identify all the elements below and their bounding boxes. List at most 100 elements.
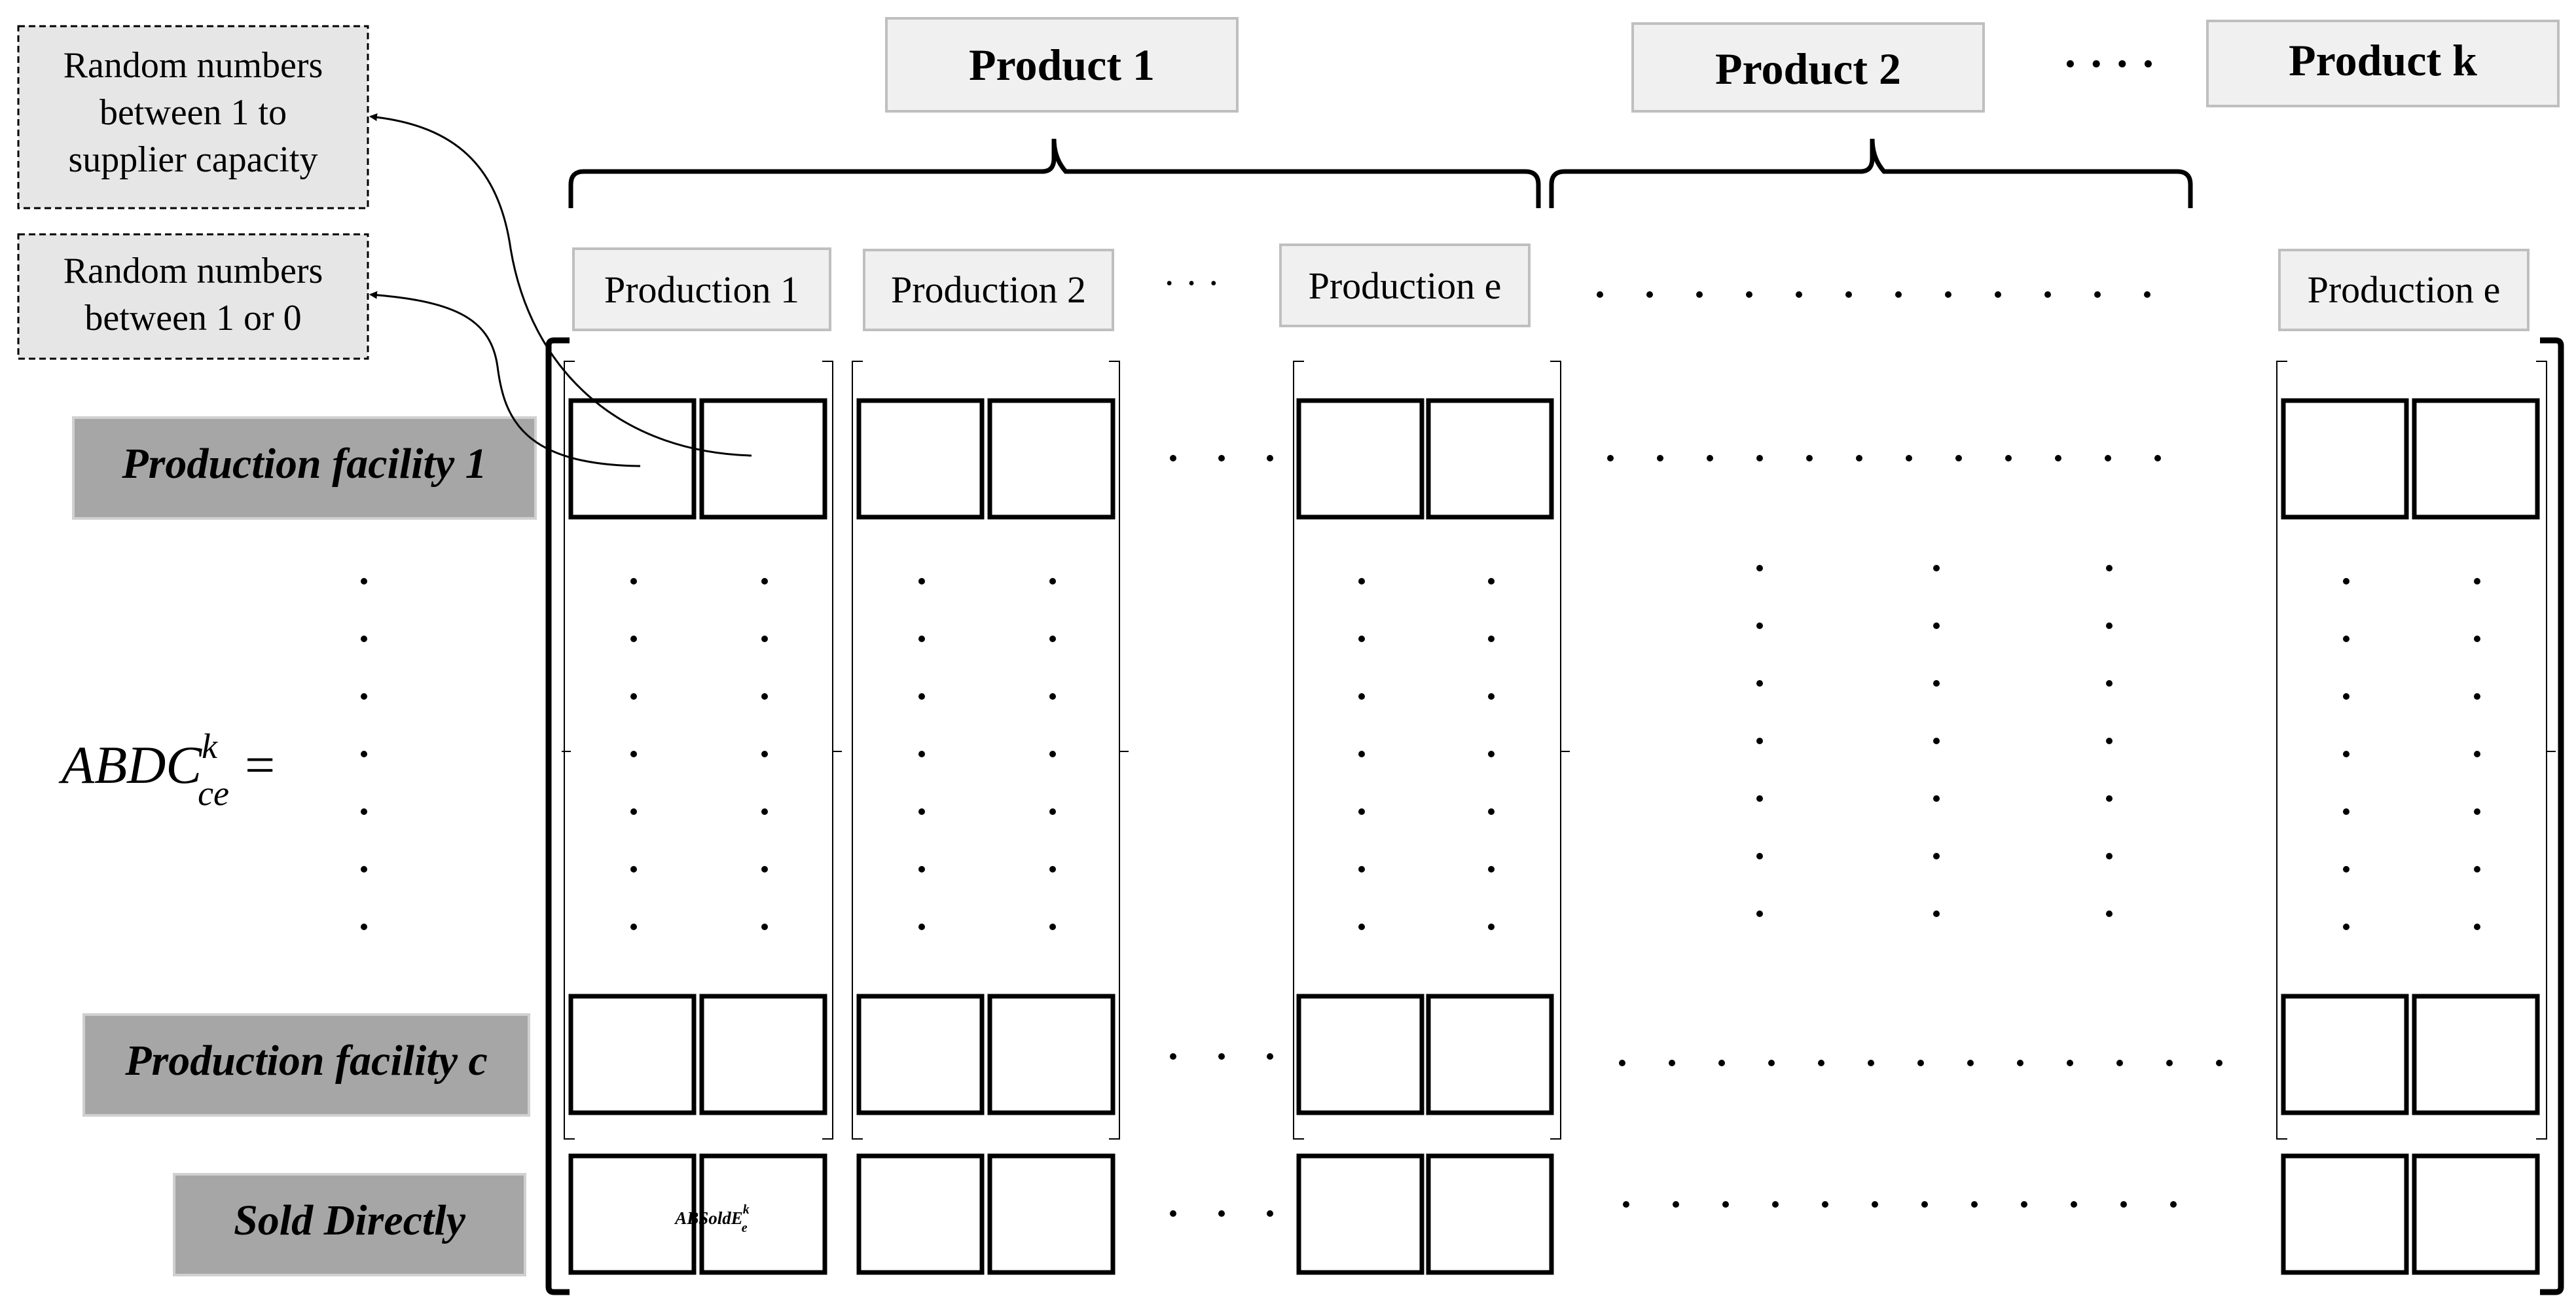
vertical-dot — [2106, 795, 2113, 802]
production-1-header: Production 1 — [572, 247, 831, 331]
vertical-dot — [1358, 578, 1365, 585]
horizontal-dot — [2067, 1060, 2073, 1066]
horizontal-dot — [1170, 1210, 1176, 1217]
vertical-dot — [1049, 924, 1056, 930]
horizontal-dot — [1218, 1053, 1225, 1060]
vertical-dot — [761, 924, 768, 930]
vertical-dot — [1049, 578, 1056, 585]
production-2-group-bracket-right — [1109, 361, 1120, 1140]
horizontal-dot — [2055, 455, 2061, 461]
cell-facility-c-production-e-last-1 — [2281, 994, 2409, 1115]
header-dot — [2044, 291, 2051, 298]
vertical-dot — [918, 578, 925, 585]
vertical-dot — [1358, 693, 1365, 700]
horizontal-dot — [1806, 455, 1813, 461]
production-e-group-bracket-right — [1550, 361, 1561, 1140]
vertical-dot — [2474, 578, 2480, 585]
production-e-last-group-bracket-right — [2536, 361, 2547, 1140]
vertical-dot — [1488, 751, 1495, 757]
vertical-dot — [2343, 751, 2349, 757]
horizontal-dot — [1267, 1210, 1273, 1217]
matrix-left-bracket — [545, 337, 570, 1295]
vertical-dot — [918, 751, 925, 757]
vertical-dot — [2474, 924, 2480, 930]
vertical-dot — [1933, 565, 1940, 571]
horizontal-dot — [2105, 455, 2111, 461]
production-e-last-header: Production e — [2278, 249, 2530, 331]
horizontal-dot — [1955, 455, 1962, 461]
vertical-dot — [1756, 680, 1763, 687]
horizontal-dot — [1906, 455, 1912, 461]
horizontal-dot — [1170, 1053, 1176, 1060]
vertical-dot — [1933, 622, 1940, 629]
horizontal-dot — [2166, 1060, 2173, 1066]
row-label-sold-directly-text: Sold Directly — [234, 1197, 465, 1244]
production-e-last-group-bracket-left — [2276, 361, 2287, 1140]
vertical-dot — [761, 636, 768, 642]
row-ellipsis-dot — [361, 924, 367, 930]
row-ellipsis-dot — [361, 751, 367, 757]
vertical-dot — [918, 636, 925, 642]
horizontal-dot — [1971, 1201, 1978, 1208]
header-dot — [1845, 291, 1852, 298]
horizontal-dot — [2170, 1201, 2177, 1208]
vertical-dot — [1488, 808, 1495, 815]
product-1-header: Product 1 — [885, 17, 1239, 113]
vertical-dot — [1756, 795, 1763, 802]
horizontal-dot — [1707, 455, 1713, 461]
header-dot — [1597, 291, 1603, 298]
horizontal-dot — [2216, 1060, 2222, 1066]
vertical-dot — [761, 578, 768, 585]
horizontal-dot — [1756, 455, 1763, 461]
product-ellipsis: · · · · — [2063, 39, 2156, 88]
vertical-dot — [1933, 853, 1940, 859]
header-dot — [1945, 291, 1951, 298]
product-1-brace — [568, 138, 1541, 208]
cell-facility-1-production-1-1 — [568, 398, 697, 520]
horizontal-dot — [2120, 1201, 2127, 1208]
vertical-dot — [2343, 693, 2349, 700]
production-1-group-bracket-left — [564, 361, 575, 1140]
vertical-dot — [2343, 924, 2349, 930]
horizontal-dot — [1170, 455, 1176, 461]
cell-sold-directly-production-e-2 — [1426, 1153, 1554, 1275]
header-dot — [1995, 291, 2001, 298]
vertical-dot — [2474, 866, 2480, 873]
row-ellipsis-dot — [361, 866, 367, 873]
row-label-facility-1: Production facility 1 — [72, 416, 537, 520]
header-dot — [1696, 291, 1703, 298]
row-label-facility-c: Production facility c — [82, 1013, 530, 1117]
horizontal-dot — [1921, 1201, 1928, 1208]
callout-binary-line-2: between 1 or 0 — [84, 298, 301, 338]
arrow-to-supplier-callout — [369, 113, 752, 457]
cell-facility-c-production-1-2 — [699, 994, 827, 1115]
horizontal-dot — [1772, 1201, 1779, 1208]
vertical-dot — [630, 578, 637, 585]
row-label-facility-1-text: Production facility 1 — [121, 440, 486, 488]
product-2-label: Product 2 — [1715, 44, 1901, 94]
product-2-brace — [1549, 138, 2193, 208]
vertical-dot — [1933, 795, 1940, 802]
production-e-group-bracket-left — [1293, 361, 1304, 1140]
callout-binary: Random numbers between 1 or 0 — [17, 233, 369, 360]
horizontal-dot — [1967, 1060, 1974, 1066]
vertical-dot — [630, 924, 637, 930]
horizontal-dot — [1856, 455, 1862, 461]
vertical-dot — [2343, 578, 2349, 585]
vertical-dot — [2474, 751, 2480, 757]
callout-binary-line-1: Random numbers — [63, 251, 323, 291]
cell-facility-c-production-e-2 — [1426, 994, 1554, 1115]
vertical-dot — [2106, 738, 2113, 744]
vertical-dot — [630, 636, 637, 642]
production-2-group-bracket-left — [852, 361, 863, 1140]
vertical-dot — [1756, 565, 1763, 571]
horizontal-dot — [2071, 1201, 2077, 1208]
horizontal-dot — [1768, 1060, 1775, 1066]
cell-facility-c-production-1-1 — [568, 994, 697, 1115]
matrix-body — [361, 361, 2556, 1275]
row-ellipsis-dot — [361, 578, 367, 585]
production-1-label: Production 1 — [604, 268, 799, 311]
vertical-dot — [1488, 866, 1495, 873]
